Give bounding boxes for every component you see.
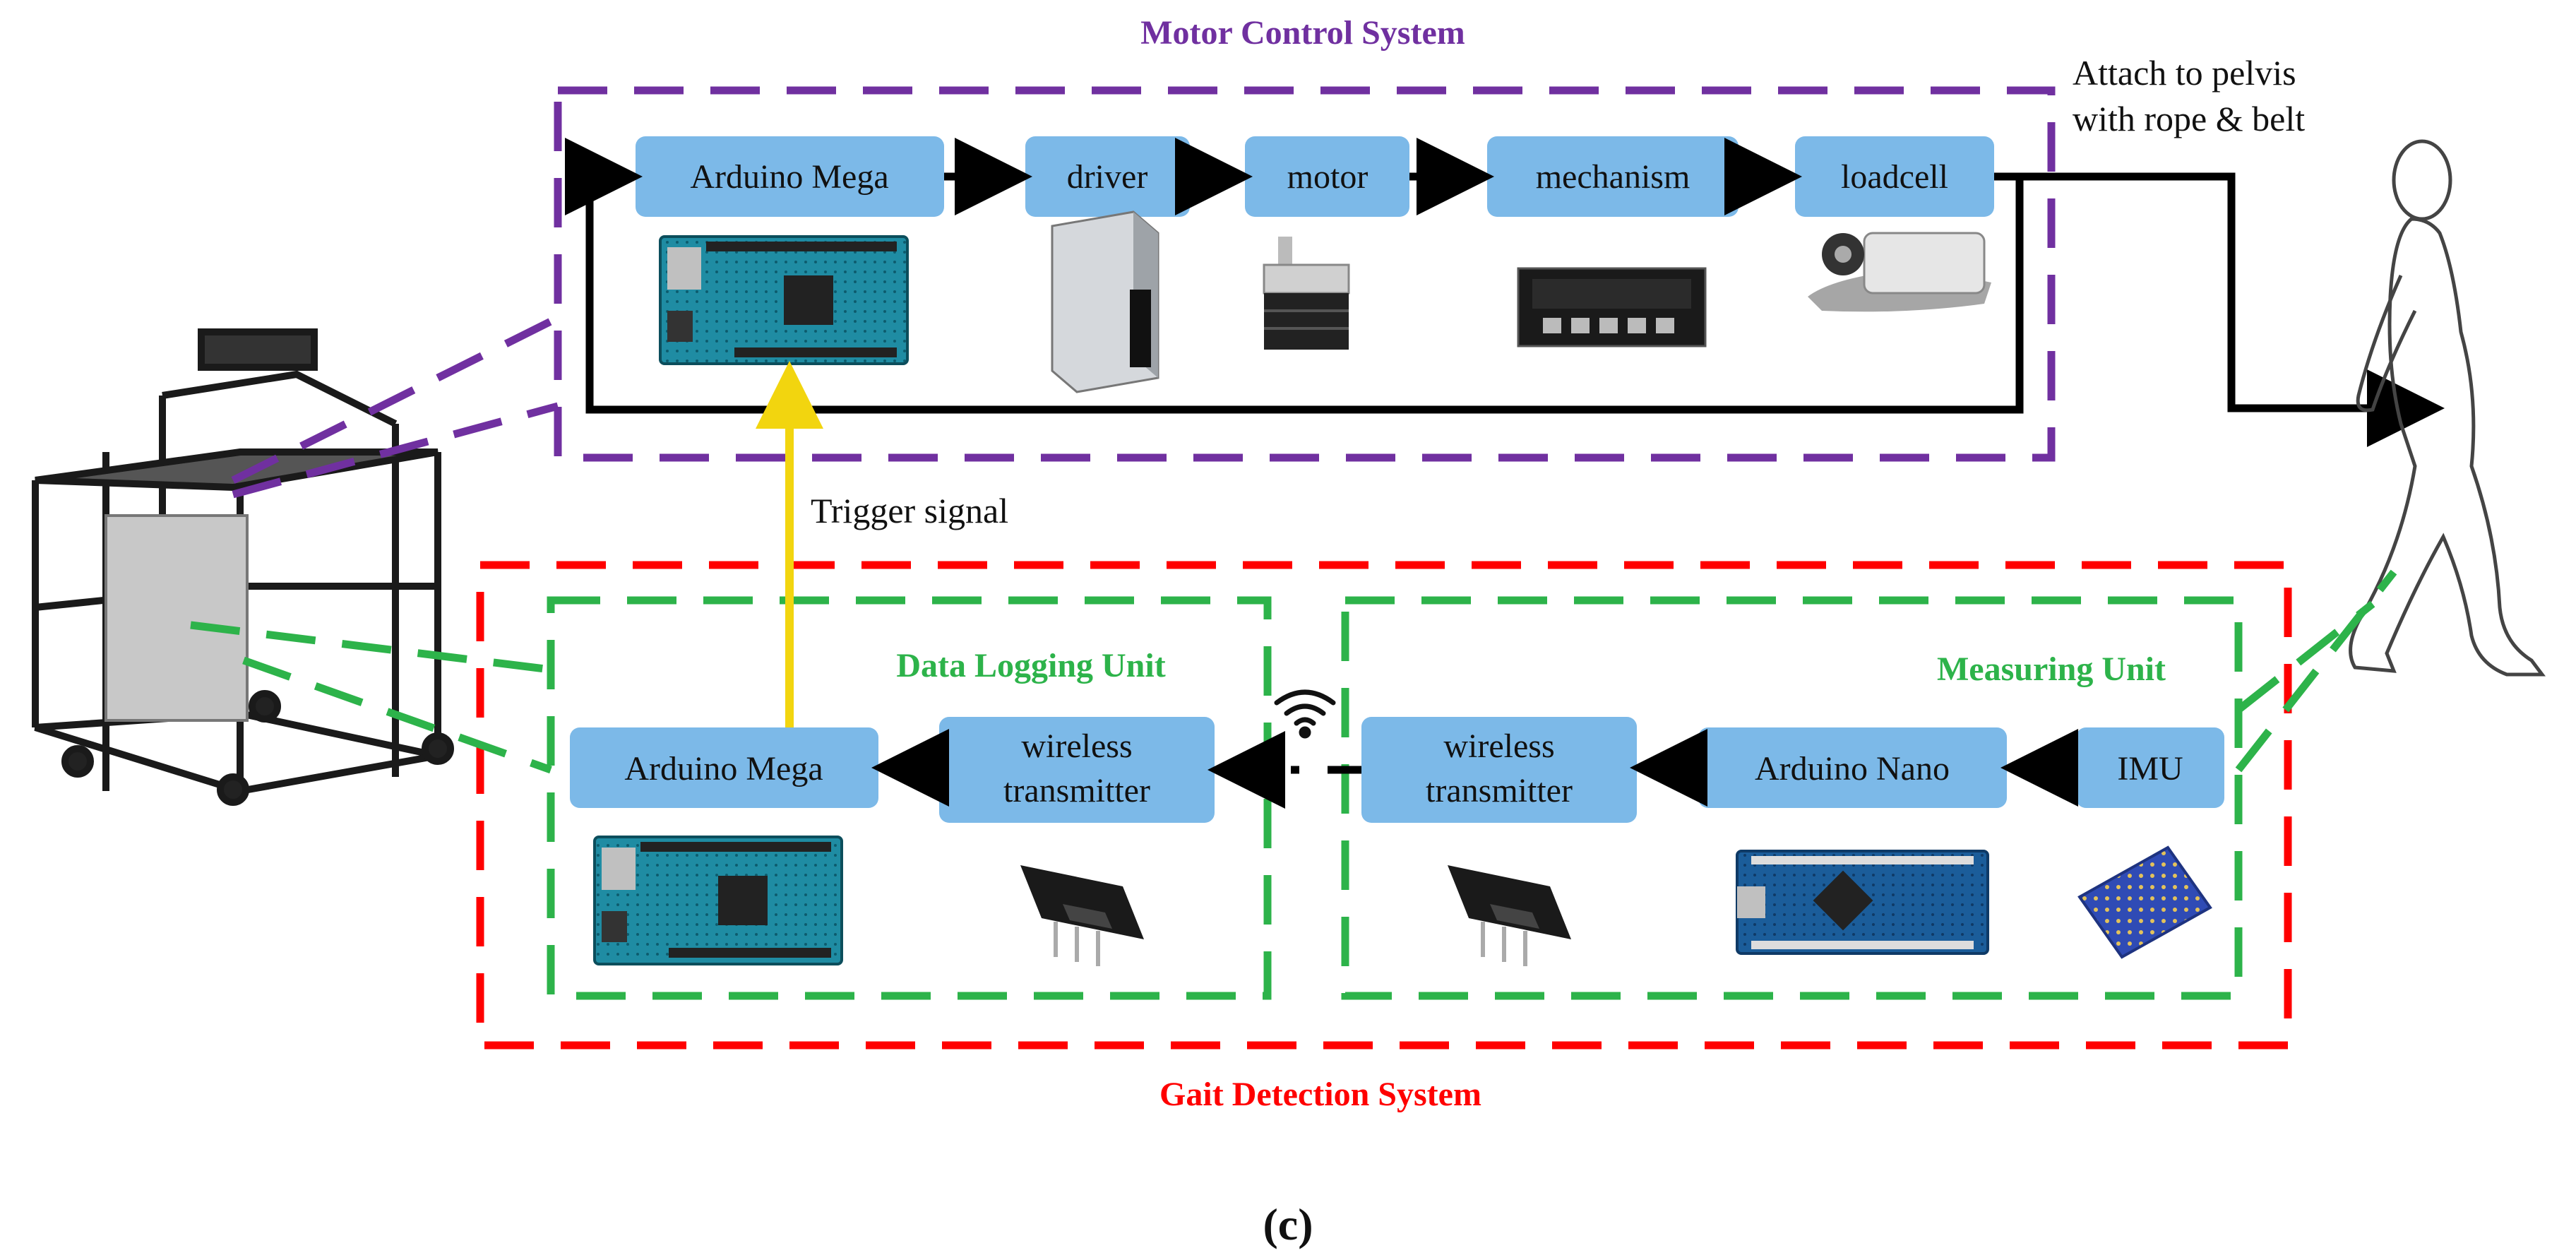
pelvis-rope-arrow <box>2020 172 2445 447</box>
loadcell-sensor-icon <box>1808 232 1991 312</box>
measuring-unit-border <box>1341 596 2243 1000</box>
mechanism-display-icon <box>1517 267 1707 347</box>
unit-zoom-lines <box>190 569 2397 774</box>
block-driver: driver <box>1025 136 1190 217</box>
motor-system-title: Motor Control System <box>1140 14 1465 52</box>
feedback-loop-arrow <box>565 138 2024 414</box>
esp-module-icon <box>1448 865 1571 966</box>
block-label-line1: wireless <box>1443 727 1554 765</box>
driver-module-icon <box>1051 210 1159 393</box>
block-wireless-transmitter-measuring: wireless transmitter <box>1361 717 1637 823</box>
figure-caption: (c) <box>1263 1199 1313 1249</box>
block-label-line1: wireless <box>1021 727 1132 765</box>
block-motor: motor <box>1245 136 1409 217</box>
block-loadcell: loadcell <box>1795 136 1994 217</box>
block-label-line2: transmitter <box>1003 772 1150 809</box>
block-label: motor <box>1287 158 1368 196</box>
arduino-mega-board-icon <box>593 836 843 965</box>
arduino-nano-board-icon <box>1736 850 1989 955</box>
wifi-icon <box>1274 689 1336 739</box>
gait-system-title: Gait Detection System <box>1159 1076 1481 1113</box>
data-logging-unit-title: Data Logging Unit <box>896 647 1165 684</box>
block-arduino-mega-logging: Arduino Mega <box>570 727 878 808</box>
block-arduino-mega-motor: Arduino Mega <box>636 136 944 217</box>
block-label: IMU <box>2117 750 2183 788</box>
imu-board-icon <box>2077 845 2212 959</box>
walking-person-icon <box>2349 139 2546 677</box>
block-label-line2: transmitter <box>1426 772 1573 809</box>
block-label: loadcell <box>1841 158 1948 196</box>
block-label: driver <box>1067 158 1148 196</box>
block-imu: IMU <box>2076 727 2224 808</box>
esp-module-icon <box>1020 865 1144 966</box>
treadmill-frame-icon <box>32 328 454 806</box>
block-label: mechanism <box>1536 158 1690 196</box>
block-mechanism: mechanism <box>1487 136 1739 217</box>
data-logging-unit-border <box>547 596 1272 1000</box>
trigger-signal-label: Trigger signal <box>811 491 1008 530</box>
attach-note-line1: Attach to pelvis <box>2073 53 2296 93</box>
arduino-mega-board-icon <box>659 235 909 365</box>
attach-note-line2: with rope & belt <box>2073 99 2305 138</box>
motor-zoom-lines <box>231 314 560 499</box>
block-arduino-nano: Arduino Nano <box>1698 727 2007 808</box>
block-label: Arduino Mega <box>624 750 823 788</box>
block-label: Arduino Mega <box>690 158 888 196</box>
motor-system-border <box>554 86 2056 462</box>
measuring-unit-title: Measuring Unit <box>1937 650 2166 688</box>
block-label: Arduino Nano <box>1755 750 1950 788</box>
stepper-motor-icon <box>1263 237 1350 350</box>
block-wireless-transmitter-logging: wireless transmitter <box>939 717 1215 823</box>
gait-flow-arrows <box>871 768 2078 770</box>
